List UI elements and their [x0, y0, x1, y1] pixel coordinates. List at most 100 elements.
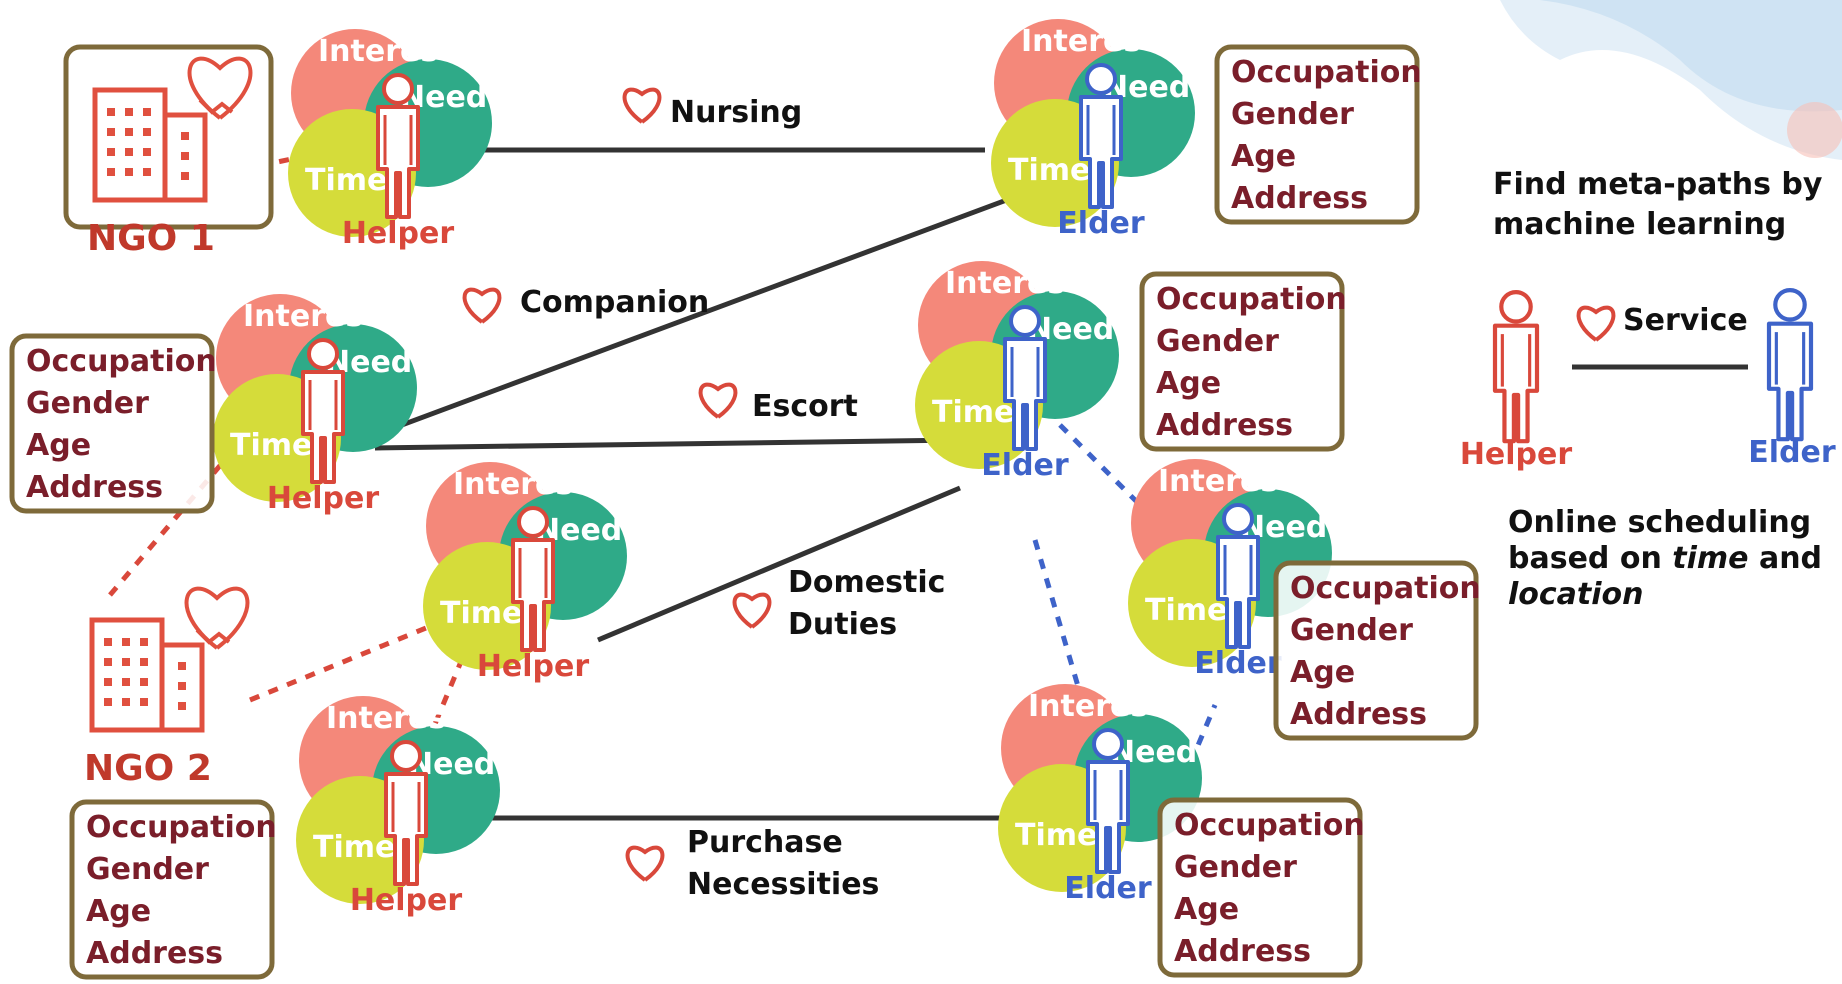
person-head: [517, 506, 549, 538]
service-label-line: Duties: [788, 607, 897, 642]
building-window: [178, 702, 186, 710]
elder-label: Elder: [1064, 871, 1152, 906]
interest-label: Interest: [243, 299, 378, 334]
attribute-field-address: Address: [26, 470, 163, 505]
helper-label: Helper: [350, 883, 463, 918]
legend-service-label: Service: [1623, 303, 1748, 338]
service-label-line: Companion: [520, 285, 709, 320]
building-window: [181, 152, 189, 160]
attribute-field-occupation: Occupation: [26, 344, 217, 379]
elder4-elder3-dotted-line: [1172, 704, 1218, 801]
person-body: [1766, 321, 1814, 442]
interest-label: Interest: [945, 266, 1080, 301]
helper-figure-icon: [384, 740, 428, 886]
person-body: [1086, 760, 1130, 874]
service-label-line: Necessities: [687, 867, 879, 902]
legend-scheduling-line2: based on time and: [1508, 541, 1822, 576]
time-label: Time: [1008, 153, 1090, 188]
attribute-field-gender: Gender: [86, 852, 209, 887]
interest-label: Interest: [1158, 464, 1293, 499]
attribute-field-age: Age: [1290, 655, 1355, 690]
scheduling-prefix: based on: [1508, 541, 1672, 576]
heart-handshake-icon: [184, 586, 250, 650]
building-window: [125, 148, 133, 156]
time-label: Time: [230, 428, 312, 463]
building-window: [181, 172, 189, 180]
ngo-label: NGO 2: [84, 748, 212, 789]
attribute-field-address: Address: [86, 936, 223, 971]
elder2-elder3-dotted-line: [1058, 423, 1207, 572]
ngo-1: NGO 1: [63, 44, 274, 259]
attribute-field-address: Address: [1290, 697, 1427, 732]
helper-label: Helper: [477, 649, 590, 684]
attribute-field-address: Address: [1231, 181, 1368, 216]
helper-label: Helper: [342, 216, 455, 251]
attribute-field-age: Age: [26, 428, 91, 463]
building-window: [143, 168, 151, 176]
building-window: [125, 108, 133, 116]
building-window: [107, 128, 115, 136]
helper-figure-icon: [301, 338, 345, 484]
attribute-box-frame: [69, 799, 275, 980]
background-decoration: [1500, 0, 1842, 160]
building-window: [140, 658, 148, 666]
legend-scheduling-location: location: [1508, 577, 1644, 612]
time-label: Time: [313, 830, 395, 865]
elder-figure-icon: [1086, 728, 1130, 874]
ngo2-helper2-dotted-line: [108, 393, 282, 597]
building-window: [140, 638, 148, 646]
attribute-field-occupation: Occupation: [1231, 55, 1422, 90]
building-icon: [92, 87, 168, 203]
heart-icon: [625, 845, 665, 882]
building-window: [107, 108, 115, 116]
attribute-field-occupation: Occupation: [1156, 282, 1347, 317]
person-body: [376, 105, 420, 219]
handshake-detail: [195, 628, 231, 645]
building-window: [125, 128, 133, 136]
service-label-line: Escort: [752, 389, 858, 424]
helper-label: Helper: [267, 481, 380, 516]
legend-heart-icon: [1576, 305, 1616, 342]
interest-label: Interest: [453, 467, 588, 502]
attribute-field-age: Age: [1174, 892, 1239, 927]
building-window: [125, 168, 133, 176]
building-window: [104, 638, 112, 646]
building-window: [104, 698, 112, 706]
building-annex-icon: [162, 112, 208, 203]
time-label: Time: [440, 596, 522, 631]
person-body: [384, 772, 428, 886]
legend-meta-paths-line2: machine learning: [1493, 207, 1786, 242]
building-window: [104, 658, 112, 666]
attribute-field-address: Address: [1156, 408, 1293, 443]
service-nursing: Nursing: [622, 87, 802, 130]
person-body: [1003, 337, 1047, 451]
attribute-field-gender: Gender: [1231, 97, 1354, 132]
person-head: [1009, 305, 1041, 337]
attribute-box-frame: [1273, 560, 1479, 741]
building-window: [122, 698, 130, 706]
building-window: [143, 148, 151, 156]
interest-label: Interest: [1021, 24, 1156, 59]
attribute-field-gender: Gender: [26, 386, 149, 421]
building-annex-icon: [159, 642, 205, 733]
domestic-duties-line: [597, 485, 961, 643]
person-head: [307, 338, 339, 370]
building-window: [104, 678, 112, 686]
attribute-field-occupation: Occupation: [86, 810, 277, 845]
time-label: Time: [932, 395, 1014, 430]
building-window: [143, 108, 151, 116]
person-head: [1222, 503, 1254, 535]
time-label: Time: [1015, 818, 1097, 853]
building-window: [140, 678, 148, 686]
building-window: [140, 698, 148, 706]
helper-figure-icon: [511, 506, 555, 652]
